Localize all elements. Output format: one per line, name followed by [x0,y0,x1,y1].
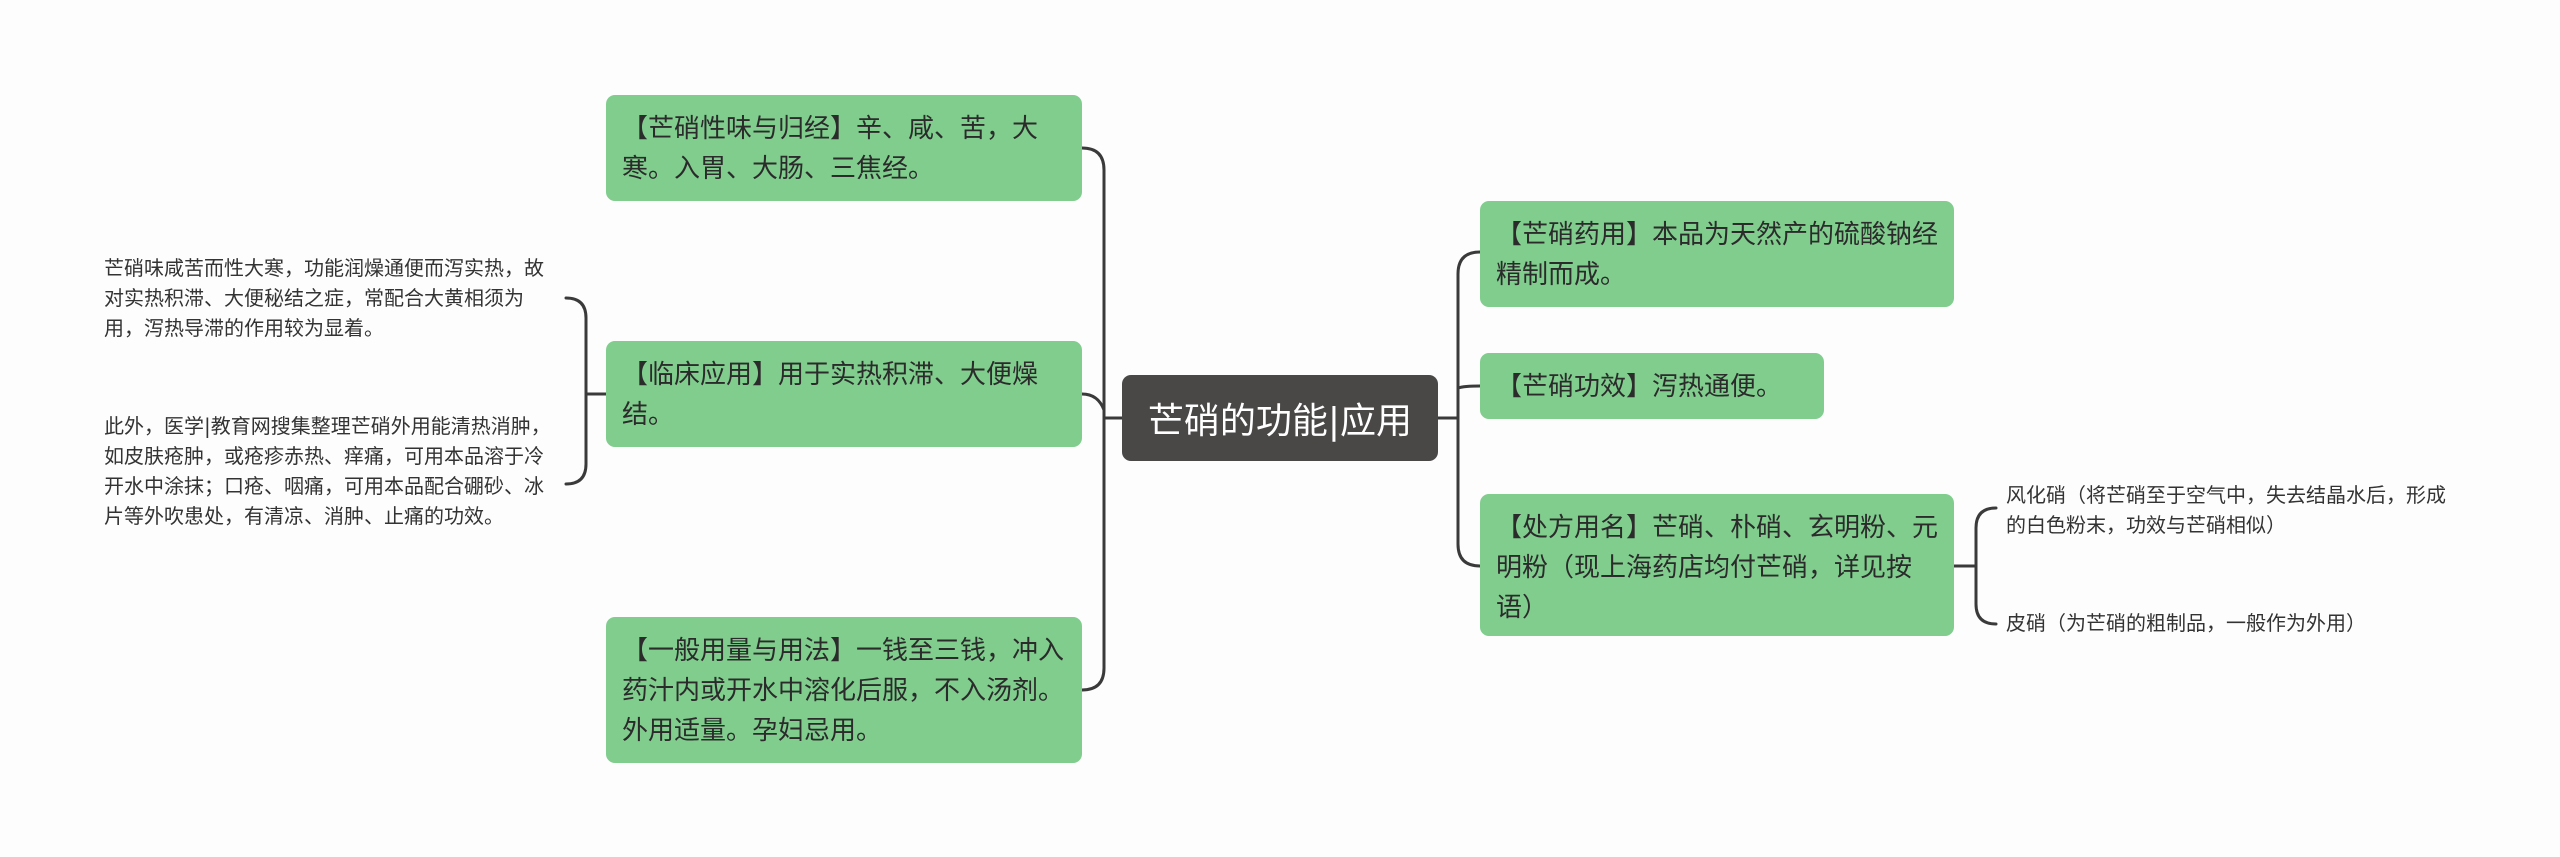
node-medicinal-source[interactable]: 【芒硝药用】本品为天然产的硫酸钠经精制而成。 [1480,201,1954,307]
connector-left-spine [1080,146,1106,692]
leaf-prescription-detail-2[interactable]: 皮硝（为芒硝的粗制品，一般作为外用） [2006,611,2366,635]
leaf-prescription-detail-1[interactable]: 风化硝（将芒硝至于空气中，失去结晶水后，形成的白色粉末，功效与芒硝相似） [2006,483,2446,537]
node-taste-meridian[interactable]: 【芒硝性味与归经】辛、咸、苦，大寒。入胃、大肠、三焦经。 [606,95,1082,201]
leaf-clinical-detail-1[interactable]: 芒硝味咸苦而性大寒，功能润燥通便而泻实热，故对实热积滞、大便秘结之症，常配合大黄… [104,256,544,340]
node-efficacy[interactable]: 【芒硝功效】泻热通便。 [1480,353,1824,419]
connector-right-spine [1456,250,1482,568]
central-topic[interactable]: 芒硝的功能|应用 [1122,375,1438,461]
leaf-clinical-detail-2[interactable]: 此外，医学|教育网搜集整理芒硝外用能清热消肿，如皮肤疮肿，或疮疹赤热、痒痛，可用… [104,414,551,528]
node-clinical-application[interactable]: 【临床应用】用于实热积滞、大便燥结。 [606,341,1082,447]
connector-clinical-leaves [564,296,588,486]
connector-right-efficacy [1456,384,1482,390]
node-prescription-names[interactable]: 【处方用名】芒硝、朴硝、玄明粉、元明粉（现上海药店均付芒硝，详见按语） [1480,494,1954,636]
connector-prescription-leaves [1974,506,1998,626]
node-dosage-usage[interactable]: 【一般用量与用法】一钱至三钱，冲入药汁内或开水中溶化后服，不入汤剂。外用适量。孕… [606,617,1082,763]
connector-left-clinical [1080,392,1106,412]
